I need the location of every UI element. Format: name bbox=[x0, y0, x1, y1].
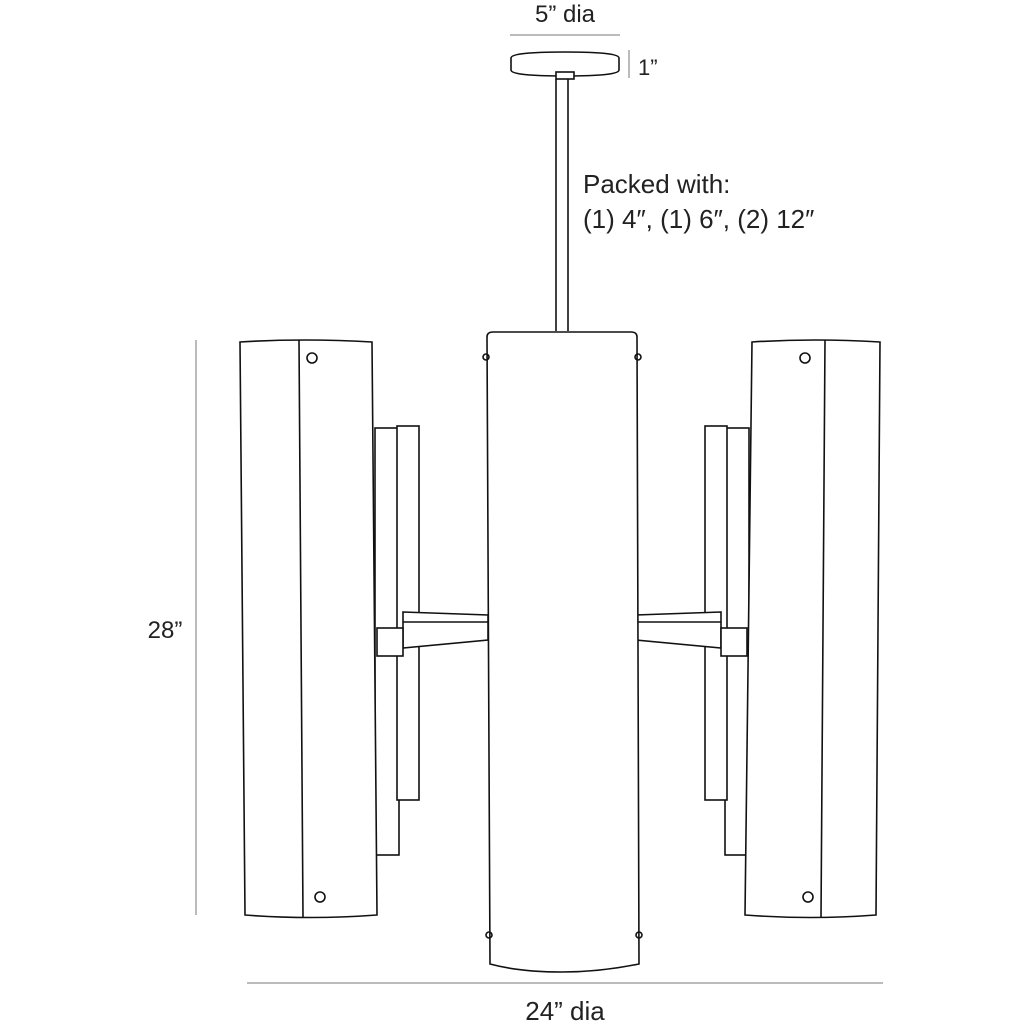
canopy-diameter-label: 5” dia bbox=[535, 1, 596, 28]
left-arm bbox=[374, 425, 489, 856]
stem bbox=[555, 79, 569, 331]
left-shade bbox=[239, 339, 378, 919]
overall-diameter-label: 24” dia bbox=[525, 996, 605, 1024]
packed-with-label: Packed with: bbox=[583, 169, 730, 199]
center-shade bbox=[482, 331, 643, 973]
packed-with-contents: (1) 4″, (1) 6″, (2) 12″ bbox=[583, 204, 814, 234]
overall-height-label: 28” bbox=[148, 617, 183, 644]
right-arm bbox=[635, 425, 750, 856]
canopy bbox=[510, 51, 620, 80]
canopy-height-label: 1” bbox=[638, 55, 658, 80]
right-shade bbox=[744, 339, 881, 919]
